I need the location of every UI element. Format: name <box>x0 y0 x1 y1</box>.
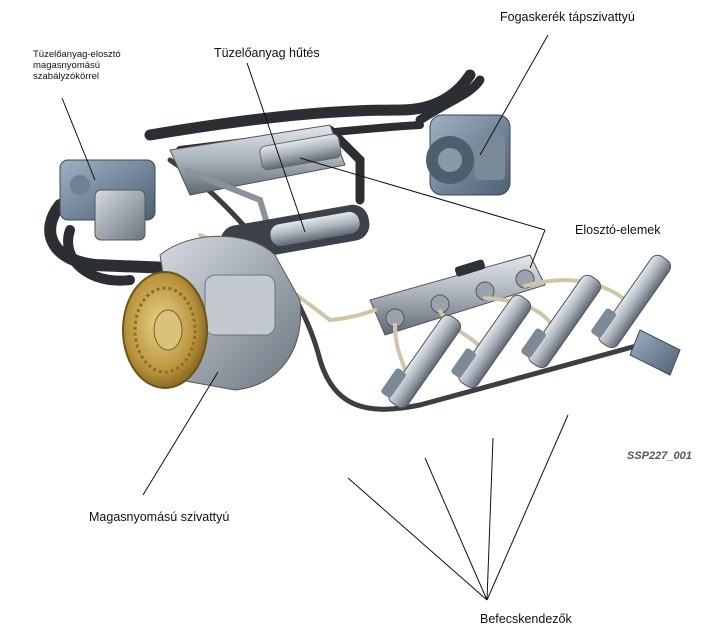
figure-code: SSP227_001 <box>627 450 692 462</box>
leader-lines <box>61 34 569 601</box>
label-gear-pump: Fogaskerék tápszivattyú <box>500 10 635 24</box>
return-line <box>167 157 643 412</box>
label-hp-pump: Magasnyomású szivattyú <box>89 510 230 524</box>
label-fuel-cooling: Tüzelőanyag hűtés <box>214 46 320 60</box>
label-regulator: Tüzelőanyag-elosztó magasnyomású szabály… <box>33 49 121 82</box>
pump-gear <box>122 271 208 389</box>
label-injectors: Befecskendezők <box>480 612 572 626</box>
injectors <box>381 254 681 409</box>
distributor-rail <box>369 254 546 336</box>
gear-feed-pump <box>426 114 511 196</box>
label-distributor: Elosztó-elemek <box>575 223 661 237</box>
pressure-regulator <box>59 159 156 241</box>
